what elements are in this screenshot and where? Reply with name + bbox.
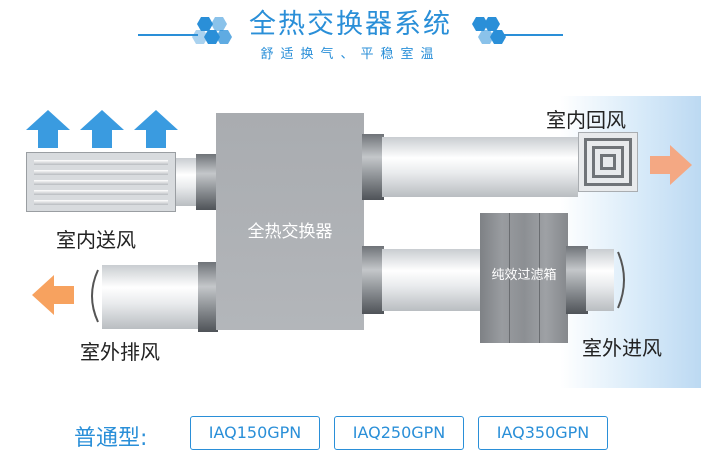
return-arrow-icon — [650, 145, 692, 185]
page-title: 全热交换器系统 — [249, 9, 452, 40]
model-row-label: 普通型: — [74, 426, 148, 451]
exhaust-arrow-icon — [32, 275, 74, 315]
intake-coupler-left — [362, 246, 384, 314]
diffuser-ring — [584, 138, 632, 186]
header-line-left — [138, 34, 198, 36]
header-line-right — [503, 34, 563, 36]
intake-coupler-right — [566, 246, 588, 314]
return-coupler — [362, 134, 384, 200]
intake-duct-inner — [382, 249, 482, 311]
exhaust-bracket — [91, 269, 99, 323]
exhaust-coupler — [198, 262, 218, 332]
grille-slat — [34, 180, 168, 185]
filter-divider — [539, 213, 540, 343]
page-subtitle: 舒适换气、平稳室温 — [260, 47, 441, 62]
supply-duct — [176, 158, 198, 206]
heat-exchanger-label: 全热交换器 — [247, 222, 333, 242]
diffuser-ring — [600, 154, 616, 170]
intake-bracket — [617, 251, 625, 309]
supply-coupler — [196, 154, 218, 210]
model-button[interactable]: IAQ350GPN — [478, 416, 608, 450]
filter-box — [480, 213, 568, 343]
indoor-supply-label: 室内送风 — [56, 228, 136, 252]
heat-exchanger-unit — [216, 113, 364, 330]
diffuser-ring — [592, 146, 624, 178]
grille-slat — [34, 200, 168, 205]
intake-duct-outer — [586, 249, 614, 311]
outdoor-intake-label: 室外进风 — [582, 336, 662, 360]
grille-slat — [34, 170, 168, 175]
outdoor-exhaust-label: 室外排风 — [80, 340, 160, 364]
supply-arrows-icon — [26, 110, 178, 148]
grille-slat — [34, 190, 168, 195]
model-button[interactable]: IAQ250GPN — [334, 416, 464, 450]
return-duct — [382, 137, 578, 197]
indoor-return-label: 室内回风 — [546, 108, 626, 132]
grille-slat — [34, 160, 168, 165]
hexagon-icon — [472, 17, 506, 44]
filter-divider — [509, 213, 510, 343]
model-button[interactable]: IAQ150GPN — [190, 416, 320, 450]
filter-label: 纯效过滤箱 — [491, 268, 557, 283]
exhaust-duct — [102, 265, 202, 329]
return-diffuser — [578, 132, 638, 192]
hexagon-icon — [192, 17, 232, 44]
